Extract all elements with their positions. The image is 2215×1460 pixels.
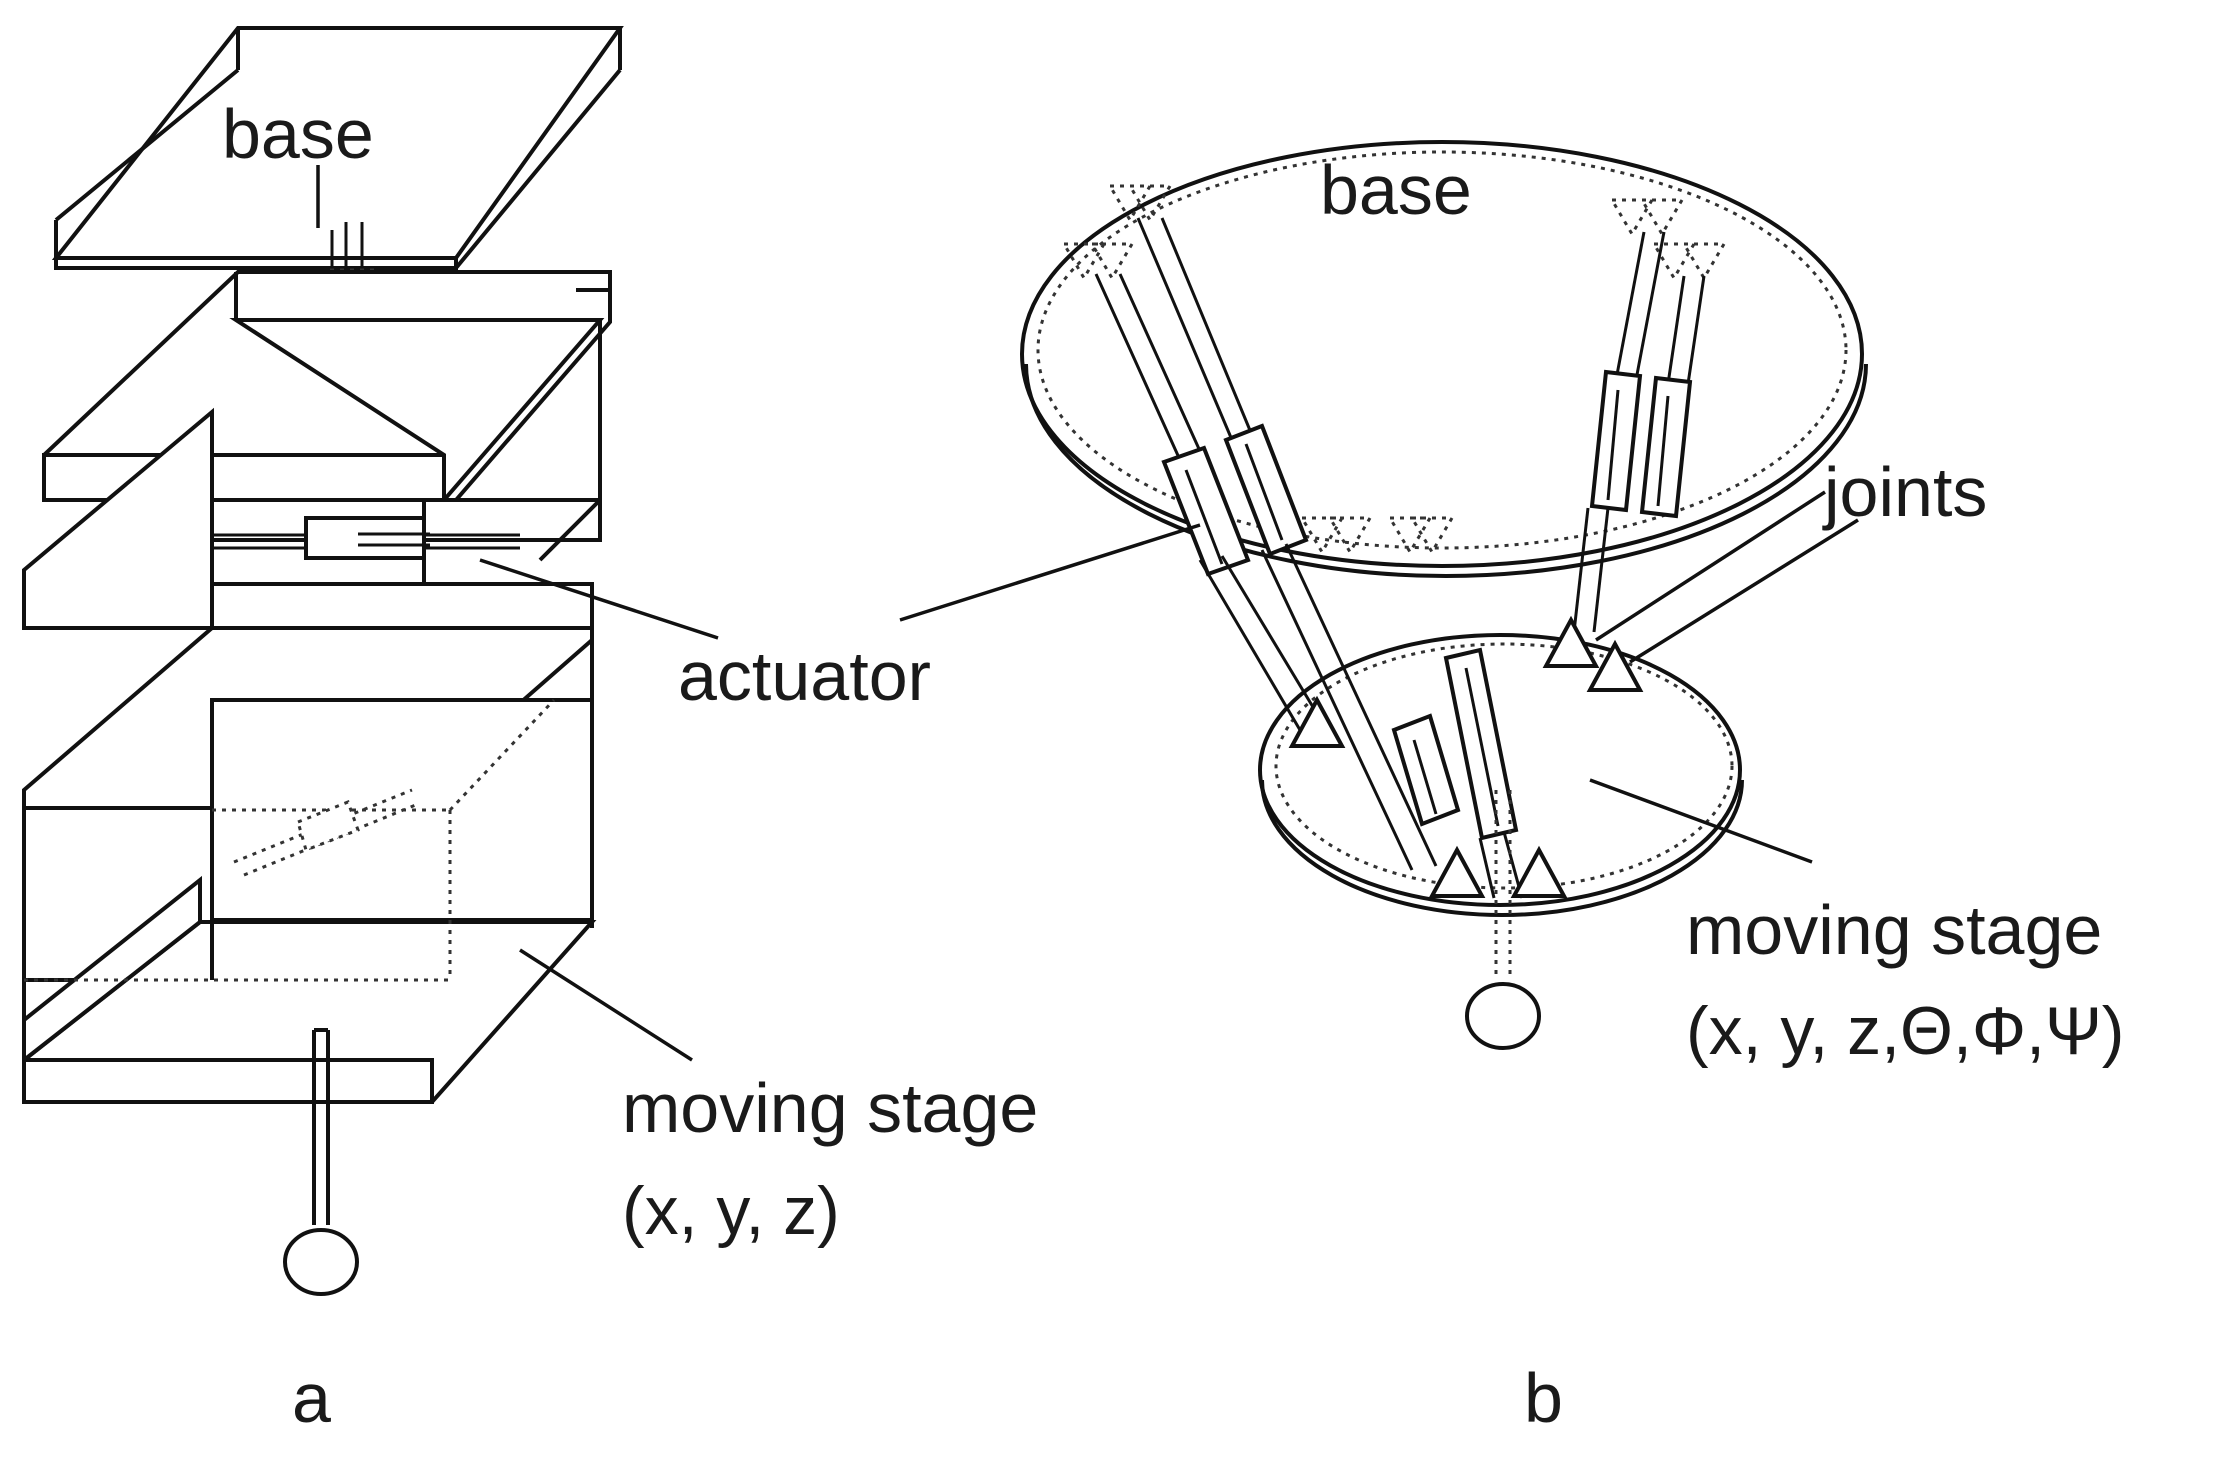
panel-a-hidden-lines bbox=[24, 698, 556, 982]
panel-a-actuator-label: actuator bbox=[678, 637, 931, 715]
panel-a-stage-leader bbox=[519, 948, 693, 1062]
panel-b-base-label: base bbox=[1320, 151, 1472, 229]
panel-b-base-joints bbox=[1061, 184, 1727, 555]
panel-a-actuator bbox=[212, 516, 520, 560]
panel-a-upper-frame bbox=[42, 270, 612, 506]
panel-a-stage-dof: (x, y, z) bbox=[622, 1173, 840, 1249]
panel-a-stage-label: moving stage bbox=[622, 1069, 1038, 1147]
panel-a-serial-stage: base actuator moving stage (x, y, z) a bbox=[22, 26, 1038, 1437]
panel-b-letter: b bbox=[1524, 1359, 1563, 1437]
panel-a-letter: a bbox=[292, 1359, 331, 1437]
panel-b-joint-leader-1 bbox=[1595, 490, 1826, 642]
panel-a-probe bbox=[283, 1028, 359, 1296]
panel-b-stage-label: moving stage bbox=[1686, 891, 2102, 969]
panel-b-legs bbox=[1094, 217, 1706, 899]
panel-b-joint-leader-2 bbox=[1629, 518, 1859, 664]
panel-b-joints-label: joints bbox=[1822, 453, 1987, 531]
panel-b-stage-leader bbox=[1589, 778, 1813, 864]
panel-b-hexapod: base joints moving stage (x, y, z,Θ,Φ,Ψ)… bbox=[899, 140, 2124, 1437]
panel-b-stage-dof: (x, y, z,Θ,Φ,Ψ) bbox=[1686, 993, 2124, 1069]
panel-b-probe bbox=[1465, 790, 1541, 1050]
panel-b-actuator-leader bbox=[899, 523, 1201, 622]
panel-b-stage-joints bbox=[1288, 615, 1644, 898]
panel-a-base-plate bbox=[51, 26, 624, 270]
panel-a-base-label: base bbox=[222, 95, 374, 173]
panel-a-lower-block bbox=[22, 626, 597, 1104]
panel-a-actuator-leader bbox=[479, 558, 719, 640]
